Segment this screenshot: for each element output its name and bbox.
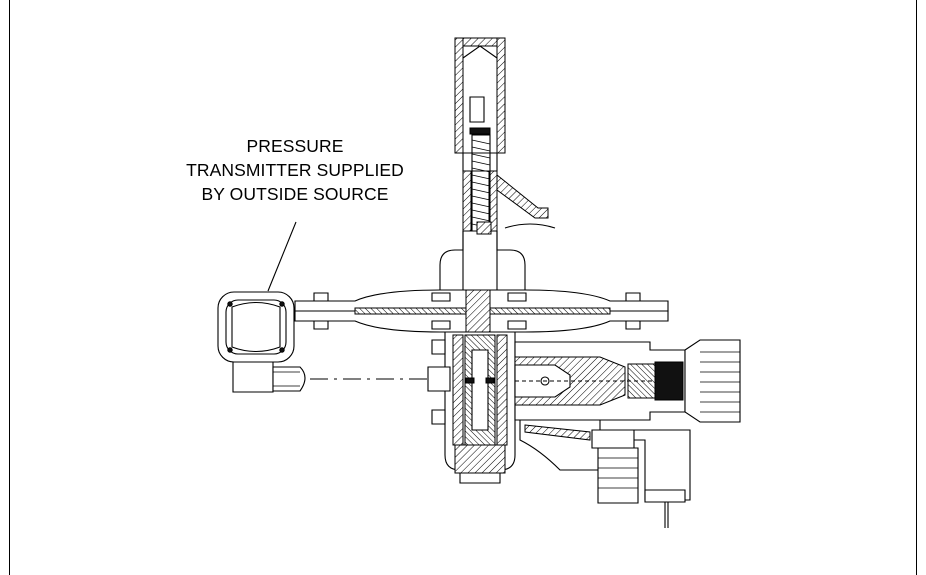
housing-fins [700, 352, 740, 412]
valve-body [428, 332, 515, 483]
callout-line-2: TRANSMITTER SUPPLIED [186, 160, 404, 180]
outlet-leg [520, 420, 690, 528]
callout-line-3: BY OUTSIDE SOURCE [201, 184, 389, 204]
pressure-transmitter [218, 292, 440, 392]
main-body [515, 342, 685, 420]
spring-bonnet [440, 38, 555, 300]
transmitter-callout: PRESSURE TRANSMITTER SUPPLIED BY OUTSIDE… [140, 134, 450, 206]
diaphragm-casing [295, 290, 668, 332]
callout-line-1: PRESSURE [246, 136, 344, 156]
flange-bolts [314, 293, 640, 329]
right-housing [685, 340, 740, 422]
drawing-frame [10, 0, 917, 575]
callout-leader-line [268, 222, 296, 291]
